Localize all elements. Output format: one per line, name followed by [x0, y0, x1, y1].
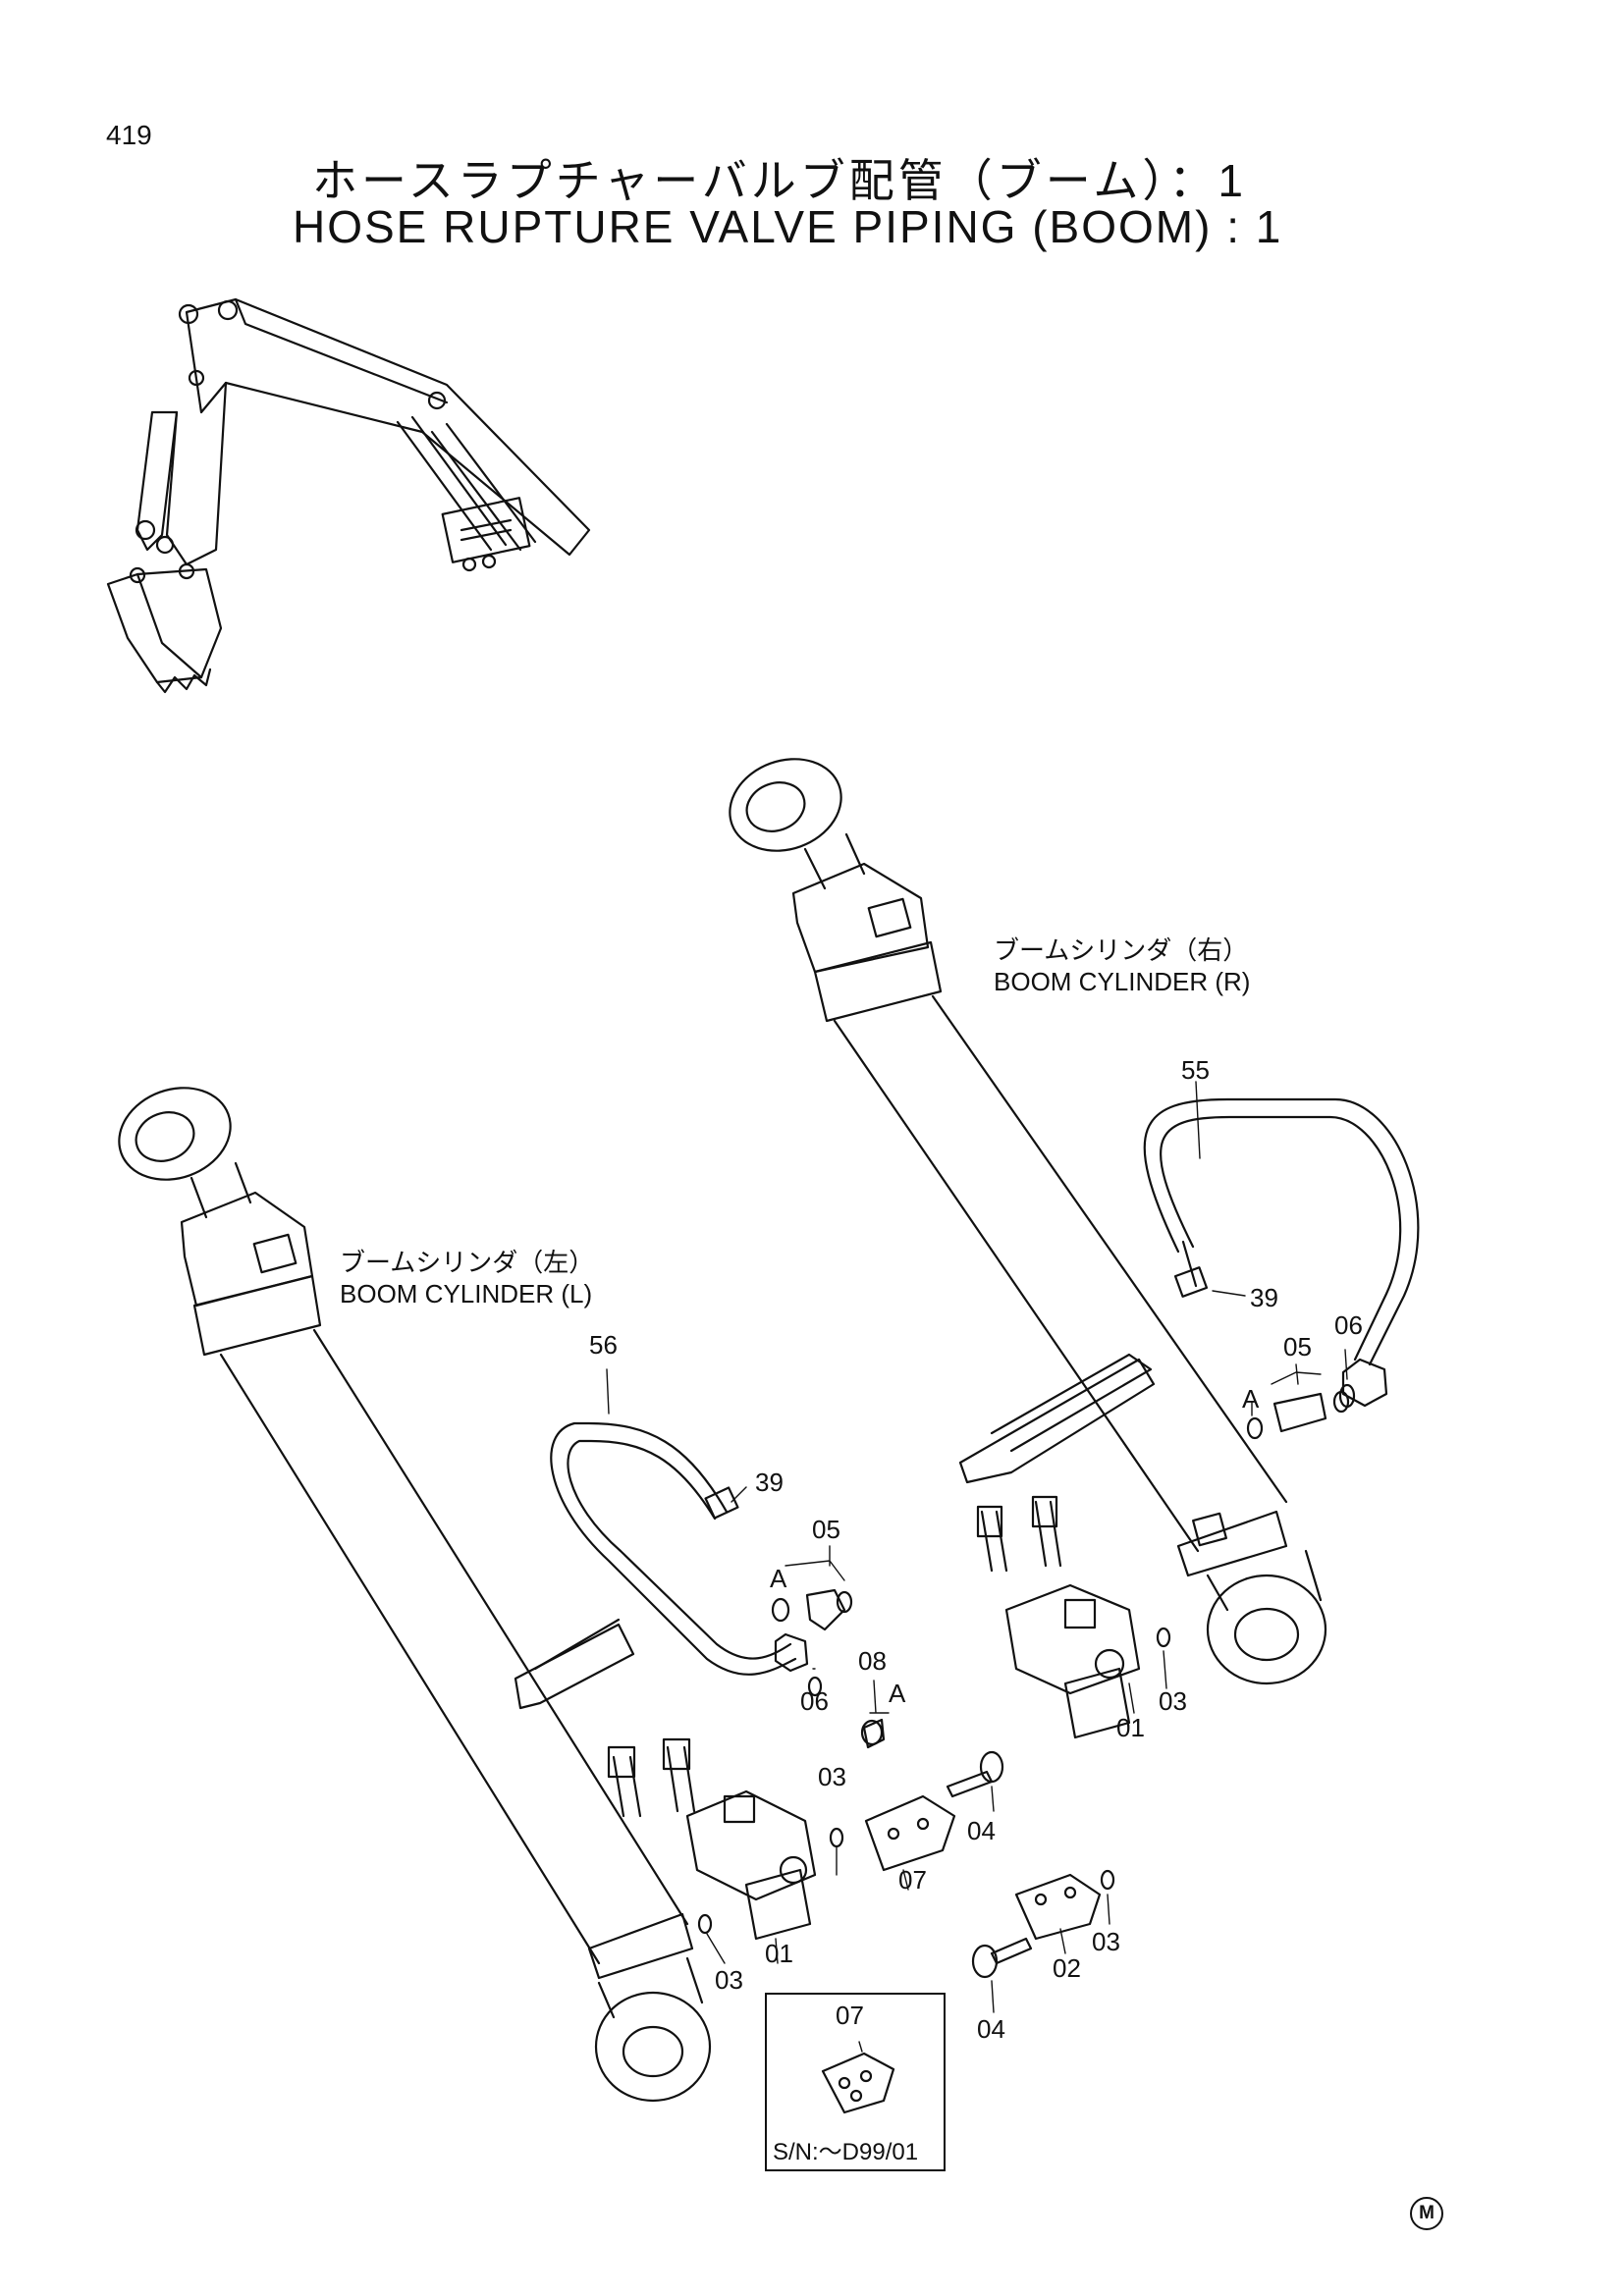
part-callout-02: 02: [1053, 1953, 1081, 1983]
part-callout-03-right-upper: 03: [1159, 1686, 1187, 1716]
part-callout-08: 08: [858, 1646, 887, 1676]
excavator-overview-illustration: [106, 297, 591, 694]
corner-mark: M: [1410, 2197, 1443, 2230]
part-callout-01-left: 01: [765, 1939, 793, 1968]
part-callout-05-left: 05: [812, 1515, 840, 1544]
part-callout-55: 55: [1181, 1055, 1210, 1085]
boom-cylinder-right-label: ブームシリンダ（右） BOOM CYLINDER (R): [994, 934, 1250, 997]
boom-cylinder-left-label-jp: ブームシリンダ（左）: [340, 1248, 595, 1277]
part-callout-03-left-lower: 03: [715, 1965, 743, 1995]
part-callout-03-left-upper: 03: [818, 1762, 846, 1791]
part-callout-07: 07: [898, 1865, 927, 1895]
part-callout-04-left: 04: [967, 1816, 996, 1845]
part-callout-05-right: 05: [1283, 1332, 1312, 1362]
page-title-japanese: ホースラプチャーバルブ配管（ブーム）：1: [312, 155, 1247, 206]
page-number: 419: [106, 120, 152, 150]
part-callout-04-right: 04: [977, 2014, 1005, 2044]
part-callout-A-right: A: [1242, 1384, 1260, 1414]
part-callout-03-right-lower: 03: [1092, 1927, 1120, 1956]
right-valve-assembly: [958, 1097, 1420, 1979]
part-callout-A-left-lower: A: [889, 1679, 906, 1708]
serial-inset-box: 07 S/N:～D99/01: [765, 1993, 946, 2171]
boom-cylinder-right-label-en: BOOM CYLINDER (R): [994, 967, 1251, 996]
boom-cylinder-right-label-jp: ブームシリンダ（右）: [994, 935, 1249, 965]
part-callout-06-right: 06: [1334, 1310, 1363, 1340]
part-callout-39-right: 39: [1250, 1283, 1278, 1312]
inset-serial-note: S/N:～D99/01: [773, 2139, 919, 2165]
boom-cylinder-left-label: ブームシリンダ（左） BOOM CYLINDER (L): [340, 1247, 594, 1309]
inset-plate-07-illustration: [821, 2041, 895, 2114]
inset-part-number: 07: [836, 2001, 864, 2030]
leader-lines: [606, 1081, 1348, 2013]
part-callout-39-left: 39: [755, 1468, 784, 1497]
part-callout-01-right: 01: [1116, 1713, 1145, 1742]
boom-cylinder-left-label-en: BOOM CYLINDER (L): [340, 1279, 593, 1308]
right-boom-cylinder: [729, 758, 1327, 1685]
left-valve-assembly: [514, 1421, 1004, 1941]
page-title-english: HOSE RUPTURE VALVE PIPING (BOOM) : 1: [293, 201, 1283, 252]
part-callout-A-left: A: [770, 1564, 787, 1593]
part-callout-56: 56: [589, 1330, 618, 1360]
part-callout-06-left: 06: [800, 1686, 829, 1716]
left-boom-cylinder: [118, 1087, 712, 2103]
